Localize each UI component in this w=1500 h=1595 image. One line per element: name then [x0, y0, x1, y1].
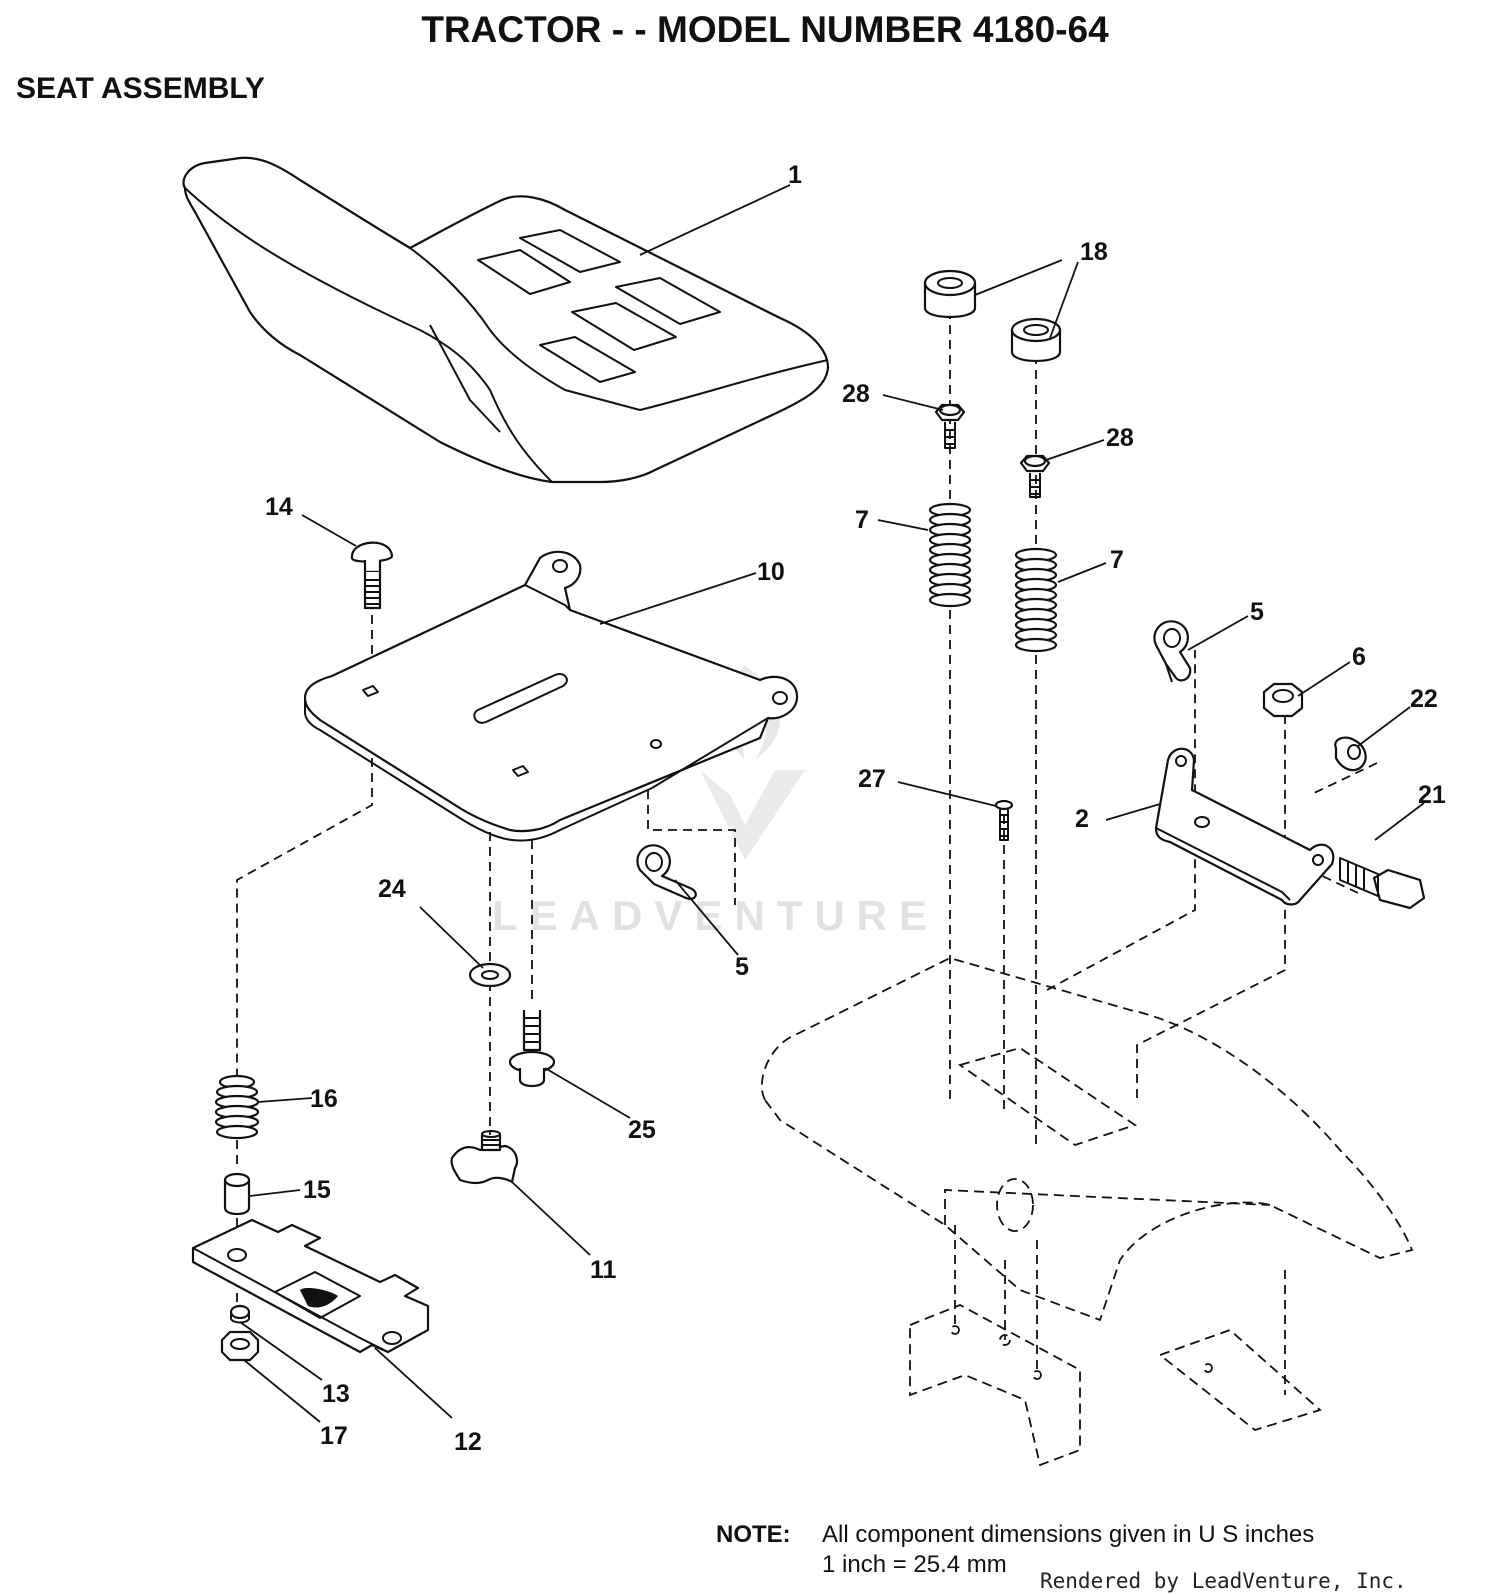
spacer-part-15[interactable] — [223, 1172, 251, 1216]
knob-part-11[interactable] — [450, 1130, 519, 1185]
clip-part-5[interactable] — [636, 620, 1192, 900]
watermark-text: LEADVENTURE — [492, 892, 939, 939]
nut-part-6[interactable] — [1262, 682, 1304, 718]
callout-28-a: 28 — [842, 380, 870, 408]
leadventure-watermark: LEADVENTURE — [492, 665, 939, 939]
tractor-body-ghost — [760, 957, 1414, 1467]
callout-5-a: 5 — [1250, 598, 1264, 626]
seat-part-1[interactable] — [182, 156, 830, 484]
callout-13: 13 — [322, 1380, 350, 1408]
shoulder-bolt-part-25[interactable] — [508, 1010, 556, 1088]
callout-labels: 1 18 28 28 7 7 14 10 5 6 22 27 2 21 5 24… — [265, 161, 1446, 1456]
callout-7-a: 7 — [855, 506, 869, 534]
seat-pan-part-10[interactable] — [303, 550, 799, 842]
spring-part-16[interactable] — [214, 1074, 260, 1140]
carriage-bolt-part-14[interactable] — [350, 541, 394, 610]
callout-1: 1 — [788, 161, 802, 189]
callout-10: 10 — [757, 558, 785, 586]
washer-part-24[interactable] — [468, 962, 512, 988]
washer-part-13[interactable] — [229, 1304, 251, 1324]
callout-11: 11 — [590, 1256, 617, 1284]
rendered-by-credit: Rendered by LeadVenture, Inc. — [1040, 1569, 1407, 1593]
callout-18: 18 — [1080, 238, 1108, 266]
callout-6: 6 — [1352, 643, 1366, 671]
washer-part-22[interactable] — [1334, 736, 1367, 772]
callout-15: 15 — [303, 1176, 331, 1204]
callout-7-b: 7 — [1110, 546, 1124, 574]
callout-2: 2 — [1075, 805, 1089, 833]
note-line-2: 1 inch = 25.4 mm — [822, 1551, 1007, 1578]
callout-12: 12 — [454, 1428, 482, 1456]
callout-21: 21 — [1418, 781, 1446, 809]
callout-22: 22 — [1410, 685, 1438, 713]
callout-16: 16 — [310, 1085, 338, 1113]
callout-25: 25 — [628, 1116, 656, 1144]
screw-part-27[interactable] — [994, 799, 1014, 841]
callout-28-b: 28 — [1106, 424, 1134, 452]
bolt-part-21[interactable] — [1339, 857, 1426, 910]
callout-14: 14 — [265, 493, 293, 521]
section-title: SEAT ASSEMBLY — [16, 72, 265, 105]
callout-27: 27 — [858, 765, 886, 793]
bushing-part-18[interactable] — [923, 269, 1062, 362]
plate-part-12[interactable] — [191, 1218, 430, 1354]
note-line-1: All component dimensions given in U S in… — [822, 1521, 1314, 1548]
page-title: TRACTOR - - MODEL NUMBER 4180-64 — [421, 9, 1109, 50]
callout-24: 24 — [378, 875, 406, 903]
spring-part-7[interactable] — [928, 502, 1058, 653]
bracket-part-2[interactable] — [1154, 747, 1335, 906]
dimensions-note: NOTE: All component dimensions given in … — [716, 1521, 1314, 1578]
callout-5-b: 5 — [735, 953, 749, 981]
note-label: NOTE: — [716, 1521, 791, 1548]
leader-lines — [239, 184, 1425, 1423]
screw-part-28[interactable] — [934, 403, 1051, 498]
nut-part-17[interactable] — [220, 1330, 260, 1362]
callout-17: 17 — [320, 1422, 348, 1450]
